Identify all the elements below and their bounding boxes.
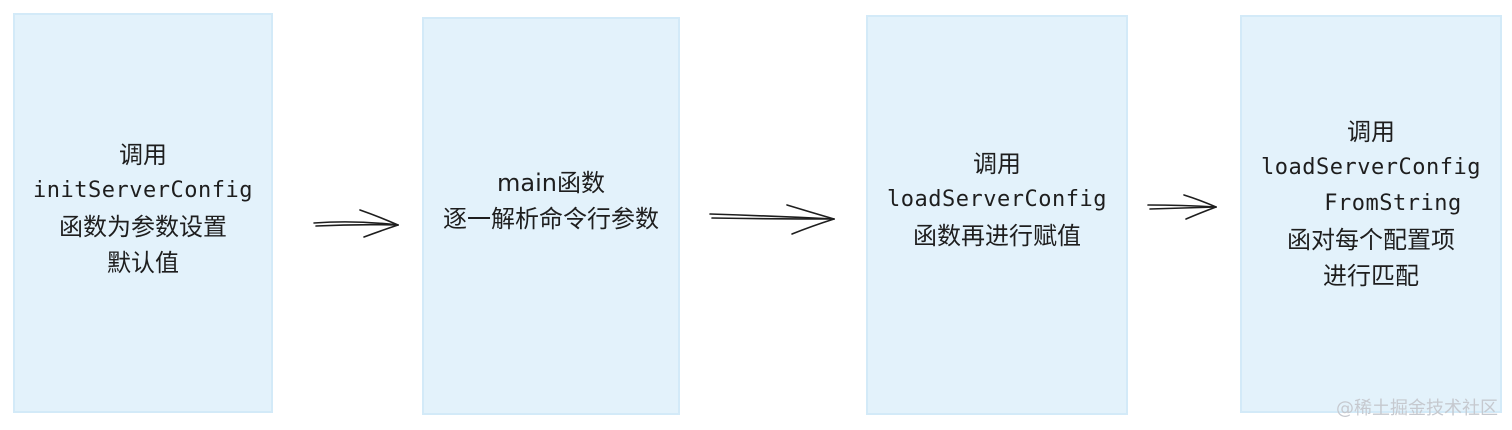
step-line: main函数 [497,169,605,197]
step-line: 默认值 [106,249,179,277]
step-line: 函数为参数设置 [58,213,227,241]
step-line: 逐一解析命令行参数 [443,205,659,233]
step-line: 调用 [972,150,1021,178]
function-name-continued: FromString [1324,191,1462,216]
step-box-load-server-config: 调用 loadServerConfig 函数再进行赋值 [866,15,1128,415]
arrow-1 [313,209,399,238]
arrow-3 [1147,194,1217,220]
step-line: 函对每个配置项 [1286,226,1455,254]
step-line: 进行匹配 [1322,262,1419,290]
function-name: loadServerConfig [1261,155,1481,180]
function-name: initServerConfig [33,178,253,203]
step-line: 函数再进行赋值 [912,222,1081,250]
function-name: loadServerConfig [887,187,1107,212]
watermark: @稀土掘金技术社区 [1336,398,1498,419]
step-box-init-server-config: 调用 initServerConfig 函数为参数设置 默认值 [13,13,273,413]
step-line: 调用 [1346,118,1395,146]
step-text: 调用 loadServerConfig 函数再进行赋值 [887,146,1107,254]
step-box-main-function: main函数 逐一解析命令行参数 [422,17,680,415]
step-text: 调用 loadServerConfig FromString 函对每个配置项 进… [1261,114,1481,294]
step-line: 调用 [118,141,167,169]
arrow-2 [709,204,835,235]
step-box-load-server-config-from-string: 调用 loadServerConfig FromString 函对每个配置项 进… [1240,15,1502,413]
step-text: main函数 逐一解析命令行参数 [443,165,659,237]
step-text: 调用 initServerConfig 函数为参数设置 默认值 [33,137,253,281]
